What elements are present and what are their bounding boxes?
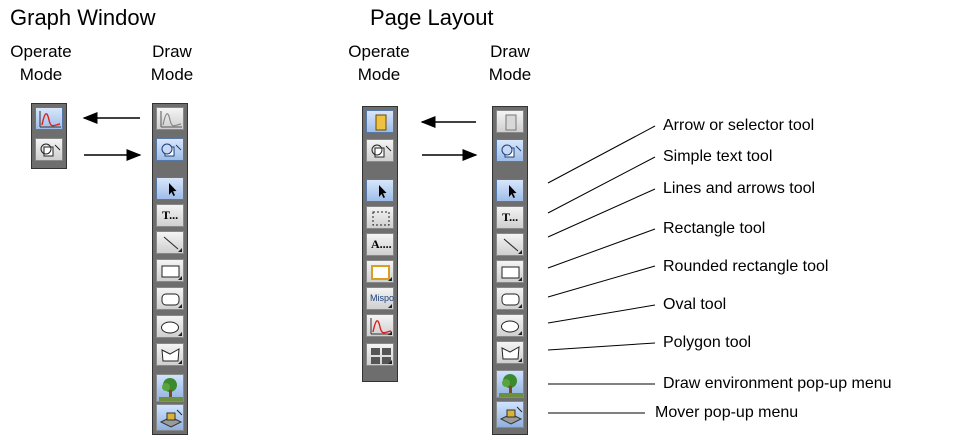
tile-tool[interactable]: [366, 343, 394, 366]
draw-environment-menu[interactable]: [496, 370, 524, 398]
rounded-rectangle-icon: [501, 293, 520, 306]
oval-icon: [161, 321, 179, 334]
callout-rounded-rectangle-tool: Rounded rectangle tool: [663, 258, 829, 275]
oval-icon: [501, 320, 519, 333]
rectangle-tool[interactable]: [496, 260, 524, 283]
line-icon: [163, 236, 179, 250]
tree-icon: [499, 374, 523, 397]
arrow-selector-tool[interactable]: [496, 179, 524, 202]
mover-menu[interactable]: [496, 401, 524, 428]
arrow-selector-tool[interactable]: [156, 177, 184, 200]
oval-tool[interactable]: [156, 315, 184, 338]
draw-mode-toggle[interactable]: [496, 139, 524, 162]
submenu-indicator: [178, 276, 182, 280]
layout-page-tool[interactable]: [366, 110, 394, 133]
submenu-indicator: [518, 277, 522, 281]
callout-draw-environment-menu: Draw environment pop-up menu: [663, 375, 892, 392]
submenu-indicator: [388, 331, 392, 335]
draw-mode-toggle[interactable]: [366, 139, 394, 162]
submenu-indicator: [178, 248, 182, 252]
shapes-icon: [371, 144, 392, 158]
oval-tool[interactable]: [496, 314, 524, 337]
submenu-indicator: [518, 358, 522, 362]
callout-lines-arrows-tool: Lines and arrows tool: [663, 180, 816, 197]
arrow-cursor-icon: [509, 185, 517, 198]
layout-draw-mode-label: Draw Mode: [488, 42, 532, 84]
page-layout-title: Page Layout: [370, 5, 494, 30]
graph-insert-tool[interactable]: [366, 314, 394, 337]
submenu-indicator: [178, 304, 182, 308]
simple-text-tool[interactable]: T...: [156, 204, 184, 227]
mispo-glyph: Mispo: [370, 293, 395, 303]
tile-icon: [371, 348, 391, 364]
text-tool-glyph: T...: [502, 210, 519, 224]
lines-arrows-tool[interactable]: [156, 231, 184, 254]
shapes-icon: [501, 144, 522, 158]
mover-icon: [499, 406, 523, 425]
submenu-indicator: [518, 331, 522, 335]
submenu-indicator: [518, 250, 522, 254]
graph-icon: [39, 111, 61, 128]
simple-text-tool[interactable]: T...: [496, 206, 524, 229]
rectangle-icon: [161, 265, 180, 278]
rounded-rectangle-tool[interactable]: [156, 287, 184, 310]
callout-simple-text-tool: Simple text tool: [663, 148, 773, 165]
page-icon: [375, 114, 387, 131]
graph-window-title: Graph Window: [10, 5, 156, 30]
graph-mode-tool[interactable]: [35, 107, 63, 130]
text-tool-glyph: T...: [162, 208, 179, 222]
mover-icon: [159, 409, 183, 428]
layout-operate-mode-label: Operate Mode: [348, 42, 410, 84]
layout-draw-palette: T...: [492, 106, 528, 435]
graph-mode-tool[interactable]: [156, 107, 184, 130]
arrow-selector-tool[interactable]: [366, 179, 394, 202]
callout-mover-menu: Mover pop-up menu: [655, 404, 799, 421]
graph-draw-palette: T...: [152, 103, 188, 435]
arrow-cursor-icon: [169, 183, 177, 196]
shapes-icon: [161, 143, 182, 157]
submenu-indicator: [388, 360, 392, 364]
tree-icon: [159, 378, 183, 401]
rectangle-icon: [501, 266, 520, 279]
mover-menu[interactable]: [156, 404, 184, 431]
layout-operate-palette: A.... Mispo: [362, 106, 398, 382]
shapes-icon: [40, 143, 61, 157]
marquee-icon: [372, 211, 390, 226]
submenu-indicator: [518, 304, 522, 308]
submenu-indicator: [178, 332, 182, 336]
line-icon: [503, 238, 519, 252]
graph-icon: [160, 111, 182, 128]
submenu-indicator: [178, 360, 182, 364]
callout-polygon-tool: Polygon tool: [663, 334, 752, 351]
draw-environment-menu[interactable]: [156, 374, 184, 402]
rectangle-tool[interactable]: [156, 259, 184, 282]
graph-operate-palette: [31, 103, 67, 169]
frame-tool[interactable]: [366, 260, 394, 283]
lines-arrows-tool[interactable]: [496, 233, 524, 256]
page-icon: [505, 114, 517, 131]
arrow-cursor-icon: [379, 185, 387, 198]
rounded-rectangle-tool[interactable]: [496, 287, 524, 310]
polygon-tool[interactable]: [156, 343, 184, 366]
annotation-glyph: A....: [371, 237, 392, 251]
polygon-icon: [161, 348, 180, 362]
polygon-tool[interactable]: [496, 341, 524, 364]
layout-page-tool[interactable]: [496, 110, 524, 133]
submenu-indicator: [388, 277, 392, 281]
callout-oval-tool: Oval tool: [663, 296, 727, 313]
annotation-tool[interactable]: A....: [366, 233, 394, 256]
graph-draw-mode-label: Draw Mode: [150, 42, 194, 84]
rounded-rectangle-icon: [161, 293, 180, 306]
callout-rectangle-tool: Rectangle tool: [663, 220, 766, 237]
callout-arrow-selector-tool: Arrow or selector tool: [663, 117, 815, 134]
mispo-tool[interactable]: Mispo: [366, 287, 394, 310]
graph-operate-mode-label: Operate Mode: [10, 42, 72, 84]
frame-icon: [371, 265, 390, 280]
polygon-icon: [501, 346, 520, 360]
draw-mode-toggle[interactable]: [35, 138, 63, 161]
submenu-indicator: [388, 304, 392, 308]
draw-mode-toggle[interactable]: [156, 138, 184, 161]
marquee-tool[interactable]: [366, 206, 394, 229]
